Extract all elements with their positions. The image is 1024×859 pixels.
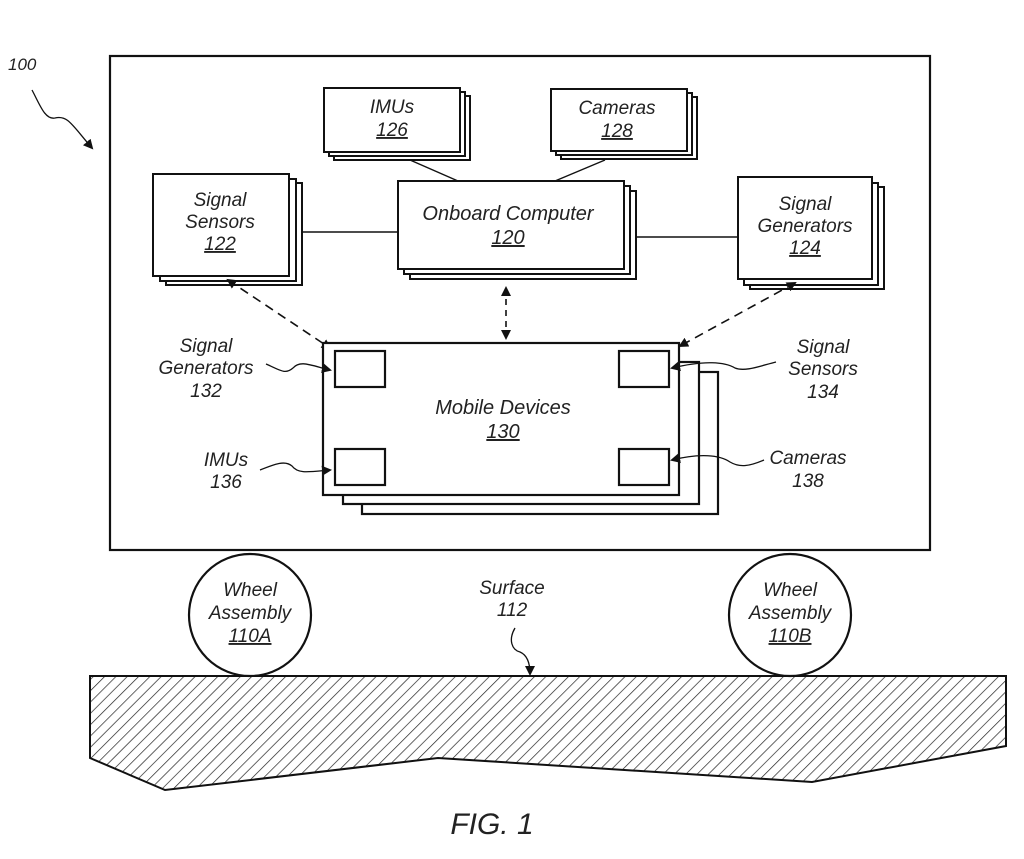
cameras-128-box: Cameras 128 <box>550 88 698 160</box>
signal-generators-124-box: Signal Generators 124 <box>737 176 885 290</box>
wheel-b-line1: Wheel <box>763 580 818 601</box>
imus-to-computer-line <box>409 159 459 182</box>
generators-124-wireless-link <box>678 282 797 347</box>
cameras-to-computer-line <box>554 159 606 182</box>
callout-138-ref: 138 <box>792 471 824 492</box>
system-ref-leader <box>31 89 94 150</box>
sensors-122-wireless-link <box>226 278 332 350</box>
wheel-a-ref: 110A <box>229 626 272 647</box>
wheel-a-line1: Wheel <box>223 580 278 601</box>
callout-136-line1: IMUs <box>204 450 249 471</box>
mobile-devices-130-box: Mobile Devices 130 <box>321 341 720 516</box>
figure-label: FIG. 1 <box>450 808 533 841</box>
wheel-assembly-110a: Wheel Assembly 110A <box>187 552 313 678</box>
imus-136-module <box>333 447 387 487</box>
wheel-a-line2: Assembly <box>208 603 293 624</box>
callout-134-leader <box>670 361 777 371</box>
callout-136-ref: 136 <box>210 472 242 493</box>
callout-112-leader <box>510 627 535 676</box>
callout-134-line2: Sensors <box>788 359 858 380</box>
callout-136-leader <box>259 462 332 476</box>
signal-generators-124-ref: 124 <box>789 238 821 259</box>
callout-138-leader <box>670 453 765 467</box>
mobile-devices-name: Mobile Devices <box>435 397 571 419</box>
cameras-128-ref: 128 <box>601 121 633 142</box>
signal-sensors-122-line2: Sensors <box>185 212 255 233</box>
signal-generators-124-line2: Generators <box>757 216 853 237</box>
signal-generators-124-line1: Signal <box>779 194 833 215</box>
callout-112-line1: Surface <box>479 578 544 599</box>
onboard-computer-ref: 120 <box>491 227 524 249</box>
onboard-computer-120-box: Onboard Computer 120 <box>397 180 637 280</box>
imus-126-ref: 126 <box>376 120 408 141</box>
onboard-computer-name: Onboard Computer <box>422 203 595 225</box>
signal-sensors-122-box: Signal Sensors 122 <box>152 173 303 286</box>
callout-132-ref: 132 <box>190 381 222 402</box>
wheel-b-line2: Assembly <box>748 603 833 624</box>
cameras-128-name: Cameras <box>578 98 656 119</box>
callout-134-line1: Signal <box>797 337 851 358</box>
imus-126-name: IMUs <box>370 97 415 118</box>
callout-132-leader <box>265 363 332 373</box>
callout-132-line1: Signal <box>180 336 234 357</box>
wheel-assembly-110b: Wheel Assembly 110B <box>727 552 853 678</box>
callout-112-ref: 112 <box>497 600 528 621</box>
callout-138-line1: Cameras <box>769 448 847 469</box>
system-ref-label: 100 <box>8 55 37 74</box>
signal-sensors-122-line1: Signal <box>194 190 248 211</box>
signal-generators-132-module <box>333 349 387 389</box>
callout-132-line2: Generators <box>158 358 254 379</box>
cameras-138-module <box>617 447 671 487</box>
wheel-b-ref: 110B <box>769 626 812 647</box>
signal-sensors-122-ref: 122 <box>204 234 236 255</box>
signal-sensors-134-module <box>617 349 671 389</box>
mobile-devices-ref: 130 <box>486 421 519 443</box>
imus-126-box: IMUs 126 <box>323 87 471 161</box>
callout-134-ref: 134 <box>807 382 839 403</box>
ground-surface <box>89 675 1007 792</box>
